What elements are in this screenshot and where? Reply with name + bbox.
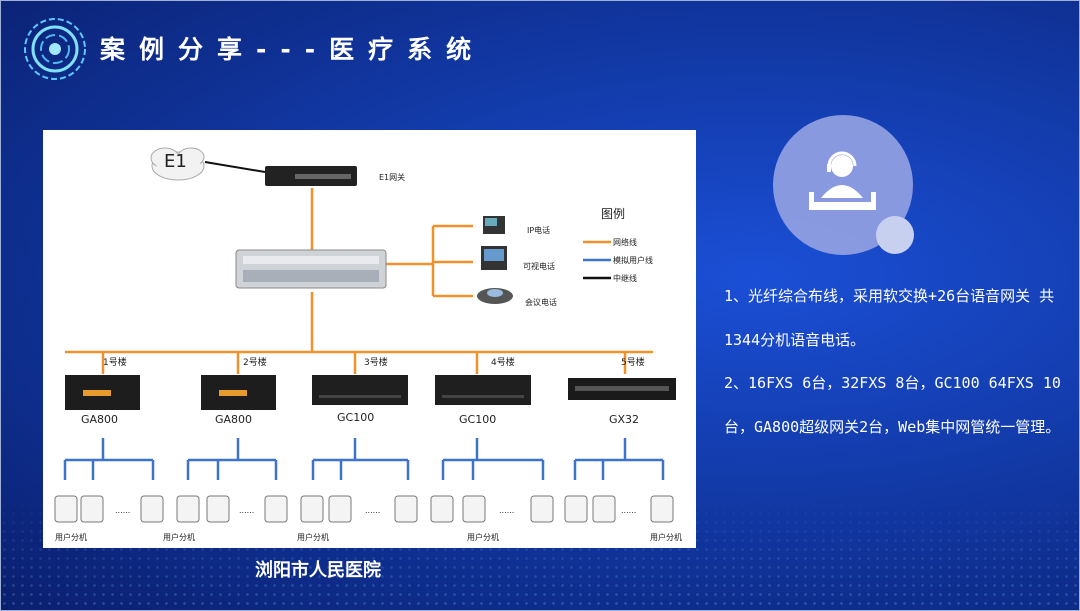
building-2-device-label: GA800 (215, 413, 253, 426)
legend-title: 图例 (601, 207, 626, 221)
extension-phone-icon (328, 495, 352, 523)
building-2-ellipsis: ...... (239, 506, 255, 515)
extension-phone-icon (592, 495, 616, 523)
extension-phone-icon (564, 495, 588, 523)
extension-phone-icon (264, 495, 288, 523)
network-diagram: E1 E1网关 IP电话 可视电话 会议电话 图例 网络线 模拟用户线 中继线 … (43, 130, 696, 548)
gc100-device-icon (312, 375, 408, 405)
extension-phone-icon (530, 495, 554, 523)
building-1-ellipsis: ...... (115, 506, 131, 515)
description-point-2: 2、16FXS 6台，32FXS 8台，GC100 64FXS 10台，GA80… (724, 374, 1061, 436)
building-1-label: 1号楼 (103, 358, 127, 368)
decor-circle-small (876, 216, 914, 254)
extension-phone-icon (176, 495, 200, 523)
page-title: 案例分享---医疗系统 (100, 35, 486, 64)
conference-phone-label: 会议电话 (525, 298, 557, 307)
building-4-label: 4号楼 (491, 358, 515, 368)
ga800-device-icon (201, 375, 276, 410)
legend-trunk-label: 中继线 (613, 274, 637, 283)
extension-phone-icon (80, 495, 104, 523)
hospital-caption: 浏阳市人民医院 (255, 560, 381, 581)
video-phone-icon (481, 246, 507, 270)
extension-phone-icon (430, 495, 454, 523)
legend-network-label: 网络线 (613, 238, 637, 247)
e1-gateway-label: E1网关 (379, 173, 406, 182)
building-5-extension-label: 用户分机 (650, 533, 682, 542)
building-2-extension-label: 用户分机 (163, 533, 195, 542)
e1-gateway-device-icon (265, 166, 357, 186)
extension-phone-icon (300, 495, 324, 523)
ip-phone-label: IP电话 (527, 226, 551, 235)
building-1-device-label: GA800 (81, 413, 119, 426)
building-3-ellipsis: ...... (365, 506, 381, 515)
building-2-label: 2号楼 (243, 358, 267, 368)
extension-phone-icon (462, 495, 486, 523)
building-4-ellipsis: ...... (499, 506, 515, 515)
building-3-label: 3号楼 (364, 358, 388, 368)
building-4-extension-label: 用户分机 (467, 533, 499, 542)
customer-service-icon (809, 151, 876, 210)
conference-phone-icon (477, 288, 513, 304)
gx32-device-icon (568, 378, 676, 400)
building-1-extension-label: 用户分机 (55, 533, 87, 542)
e1-cloud-label: E1 (164, 151, 187, 172)
building-4-device-label: GC100 (459, 413, 497, 426)
building-3-extension-label: 用户分机 (297, 533, 329, 542)
extension-phone-icon (650, 495, 674, 523)
building-5-device-label: GX32 (609, 413, 640, 426)
ga800-device-icon (65, 375, 140, 410)
extension-phone-icon (394, 495, 418, 523)
extension-phone-icon (206, 495, 230, 523)
extension-phone-icon (140, 495, 164, 523)
soft-switch-server-icon (235, 249, 387, 289)
building-5-ellipsis: ...... (621, 506, 637, 515)
building-3-device-label: GC100 (337, 411, 375, 424)
description-panel: 1、光纤综合布线，采用软交换+26台语音网关 共1344分机语音电话。 2、16… (724, 275, 1069, 449)
ip-phone-icon (483, 216, 505, 234)
building-5-label: 5号楼 (621, 358, 645, 368)
tech-circle-logo-icon (24, 18, 86, 80)
e1-cloud-icon (150, 147, 205, 181)
video-phone-label: 可视电话 (523, 262, 555, 271)
legend-analog-label: 模拟用户线 (613, 256, 653, 265)
description-point-1: 1、光纤综合布线，采用软交换+26台语音网关 共1344分机语音电话。 (724, 287, 1055, 349)
extension-phone-icon (54, 495, 78, 523)
gc100-device-icon (435, 375, 531, 405)
